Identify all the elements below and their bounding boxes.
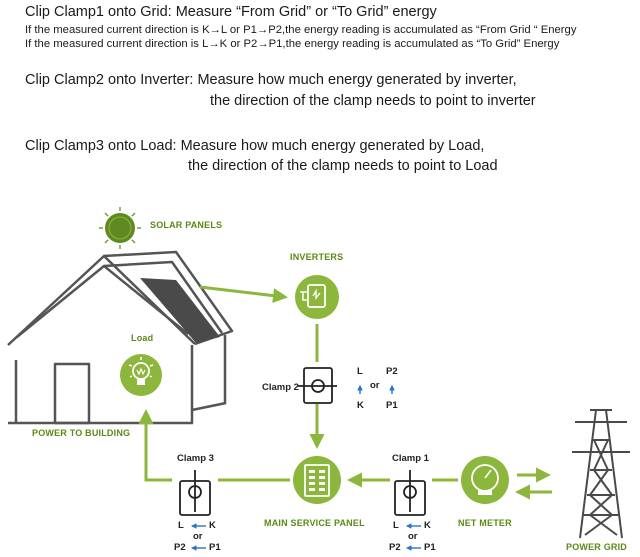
- clamp2-icon: [298, 367, 337, 404]
- net-meter-icon: [461, 456, 509, 504]
- clamp3-label: Clamp 3: [177, 453, 214, 464]
- net-meter-label: NET METER: [458, 518, 512, 528]
- clamp1-k: K: [424, 520, 431, 531]
- clamp1-p1: P1: [424, 542, 436, 553]
- inverter-icon: [295, 275, 339, 319]
- sun-icon: [99, 207, 141, 249]
- roof-solar-panel-icon: [140, 278, 220, 343]
- clamp2-title: Clip Clamp2 onto Inverter: Measure how m…: [25, 72, 517, 88]
- solar-panels-label: SOLAR PANELS: [150, 220, 223, 230]
- clamp-direction-arrows: [190, 384, 421, 551]
- lightbulb-icon: [120, 354, 162, 396]
- power-to-building-label: POWER TO BUILDING: [32, 428, 131, 438]
- clamp2-label: Clamp 2: [262, 382, 299, 393]
- power-grid-label: POWER GRID: [566, 542, 628, 552]
- clamp1-or: or: [408, 531, 418, 542]
- clamp2-p2: P2: [386, 366, 398, 377]
- flow-arrows: [138, 285, 552, 500]
- inverters-label: INVERTERS: [290, 252, 344, 262]
- clamp1-label: Clamp 1: [392, 453, 429, 464]
- clamp3-p2: P2: [174, 542, 186, 553]
- power-tower-icon: [572, 409, 630, 539]
- clamp2-or: or: [370, 380, 380, 391]
- clamp1-l: L: [393, 520, 399, 531]
- clamp1-to-grid-rule: If the measured current direction is L→K…: [25, 38, 560, 50]
- clamp3-k: K: [209, 520, 216, 531]
- clamp1-p2: P2: [389, 542, 401, 553]
- clamp2-k: K: [357, 400, 364, 411]
- clamp2-l: L: [357, 366, 363, 377]
- clamp3-note: the direction of the clamp needs to poin…: [188, 158, 498, 174]
- main-service-panel-label: MAIN SERVICE PANEL: [264, 518, 365, 528]
- clamp3-p1: P1: [209, 542, 221, 553]
- clamp1-from-grid-rule: If the measured current direction is K→L…: [25, 24, 577, 36]
- clamp3-title: Clip Clamp3 onto Load: Measure how much …: [25, 138, 485, 154]
- clamp1-icon: [394, 470, 426, 516]
- clamp3-icon: [179, 470, 211, 516]
- clamp2-note: the direction of the clamp needs to poin…: [210, 93, 536, 109]
- service-panel-icon: [293, 456, 341, 504]
- clamp3-l: L: [178, 520, 184, 531]
- load-label: Load: [131, 333, 154, 343]
- clamp1-title: Clip Clamp1 onto Grid: Measure “From Gri…: [25, 4, 437, 20]
- clamp2-p1: P1: [386, 400, 398, 411]
- clamp3-or: or: [193, 531, 203, 542]
